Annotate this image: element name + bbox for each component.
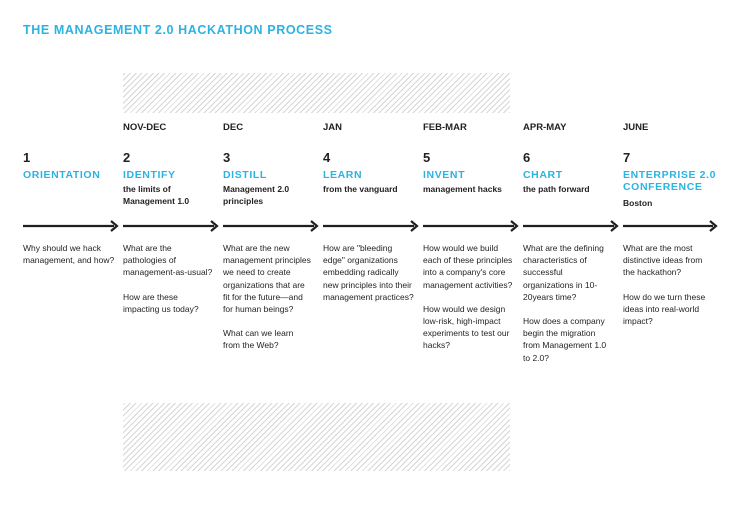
diagram-title: THE MANAGEMENT 2.0 HACKATHON PROCESS bbox=[23, 23, 333, 37]
step-number: 5 bbox=[423, 150, 431, 165]
step-questions: How are "bleeding edge" organizations em… bbox=[323, 242, 415, 315]
step-date: APR-MAY bbox=[523, 122, 567, 133]
step-subtitle: Boston bbox=[623, 198, 653, 208]
step-name: ORIENTATION bbox=[23, 169, 101, 181]
timeline-arrow-head bbox=[709, 220, 718, 232]
step-number: 3 bbox=[223, 150, 231, 165]
step-date: DEC bbox=[223, 122, 244, 133]
timeline-arrow-head bbox=[410, 220, 419, 232]
step-question: What can we learn from the Web? bbox=[223, 328, 294, 351]
step-number: 1 bbox=[23, 150, 31, 165]
step-date: NOV-DEC bbox=[123, 122, 167, 133]
step-questions: Why should we hack management, and how? bbox=[23, 242, 119, 278]
step-question: What are the pathologies of management-a… bbox=[123, 243, 213, 278]
timeline-arrow-head bbox=[510, 220, 519, 232]
step-question: What are the most distinctive ideas from… bbox=[623, 243, 703, 278]
step-questions: What are the defining characteristics of… bbox=[523, 242, 613, 376]
hatched-band-bottom bbox=[123, 403, 510, 471]
step-question: How would we build each of these princip… bbox=[423, 243, 513, 290]
step-subtitle: the path forward bbox=[523, 184, 590, 194]
hatched-band-top bbox=[123, 73, 510, 113]
step-date: JAN bbox=[323, 122, 343, 133]
step-questions: What are the most distinctive ideas from… bbox=[623, 242, 715, 339]
step-subtitle: from the vanguard bbox=[323, 184, 398, 194]
step-number: 2 bbox=[123, 150, 131, 165]
step-question: How does a company begin the migration f… bbox=[523, 316, 607, 363]
step-questions: How would we build each of these princip… bbox=[423, 242, 513, 364]
step-question: Why should we hack management, and how? bbox=[23, 243, 115, 266]
step-name: LEARN bbox=[323, 169, 363, 181]
step-question: How would we design low-risk, high-impac… bbox=[423, 303, 510, 351]
timeline-arrow-head bbox=[110, 220, 119, 232]
step-subtitle: Management 2.0 principles bbox=[223, 184, 290, 206]
step-question: How are these impacting us today? bbox=[123, 291, 199, 314]
step-question: How do we turn these ideas into real-wor… bbox=[623, 291, 706, 327]
step-number: 6 bbox=[523, 150, 531, 165]
step-subtitle: the limits of Management 1.0 bbox=[123, 184, 190, 206]
step-name: ENTERPRISE 2.0 CONFERENCE bbox=[623, 169, 717, 193]
step-number: 4 bbox=[323, 150, 331, 165]
step-question: What are the new management principles w… bbox=[223, 243, 311, 315]
step-number: 7 bbox=[623, 150, 631, 165]
step-questions: What are the new management principles w… bbox=[223, 242, 311, 364]
timeline-arrow-head bbox=[610, 220, 619, 232]
step-question: What are the defining characteristics of… bbox=[523, 243, 604, 302]
step-subtitle: management hacks bbox=[423, 184, 502, 194]
step-name: DISTILL bbox=[223, 169, 267, 181]
step-question: How are "bleeding edge" organizations em… bbox=[323, 243, 414, 302]
step-name: IDENTIFY bbox=[123, 169, 176, 181]
step-date: FEB-MAR bbox=[423, 122, 467, 133]
step-name: INVENT bbox=[423, 169, 466, 181]
step-date: JUNE bbox=[623, 122, 649, 133]
step-name: CHART bbox=[523, 169, 563, 181]
timeline-arrow-head bbox=[310, 220, 319, 232]
timeline-arrow-head bbox=[210, 220, 219, 232]
step-questions: What are the pathologies of management-a… bbox=[123, 242, 213, 327]
